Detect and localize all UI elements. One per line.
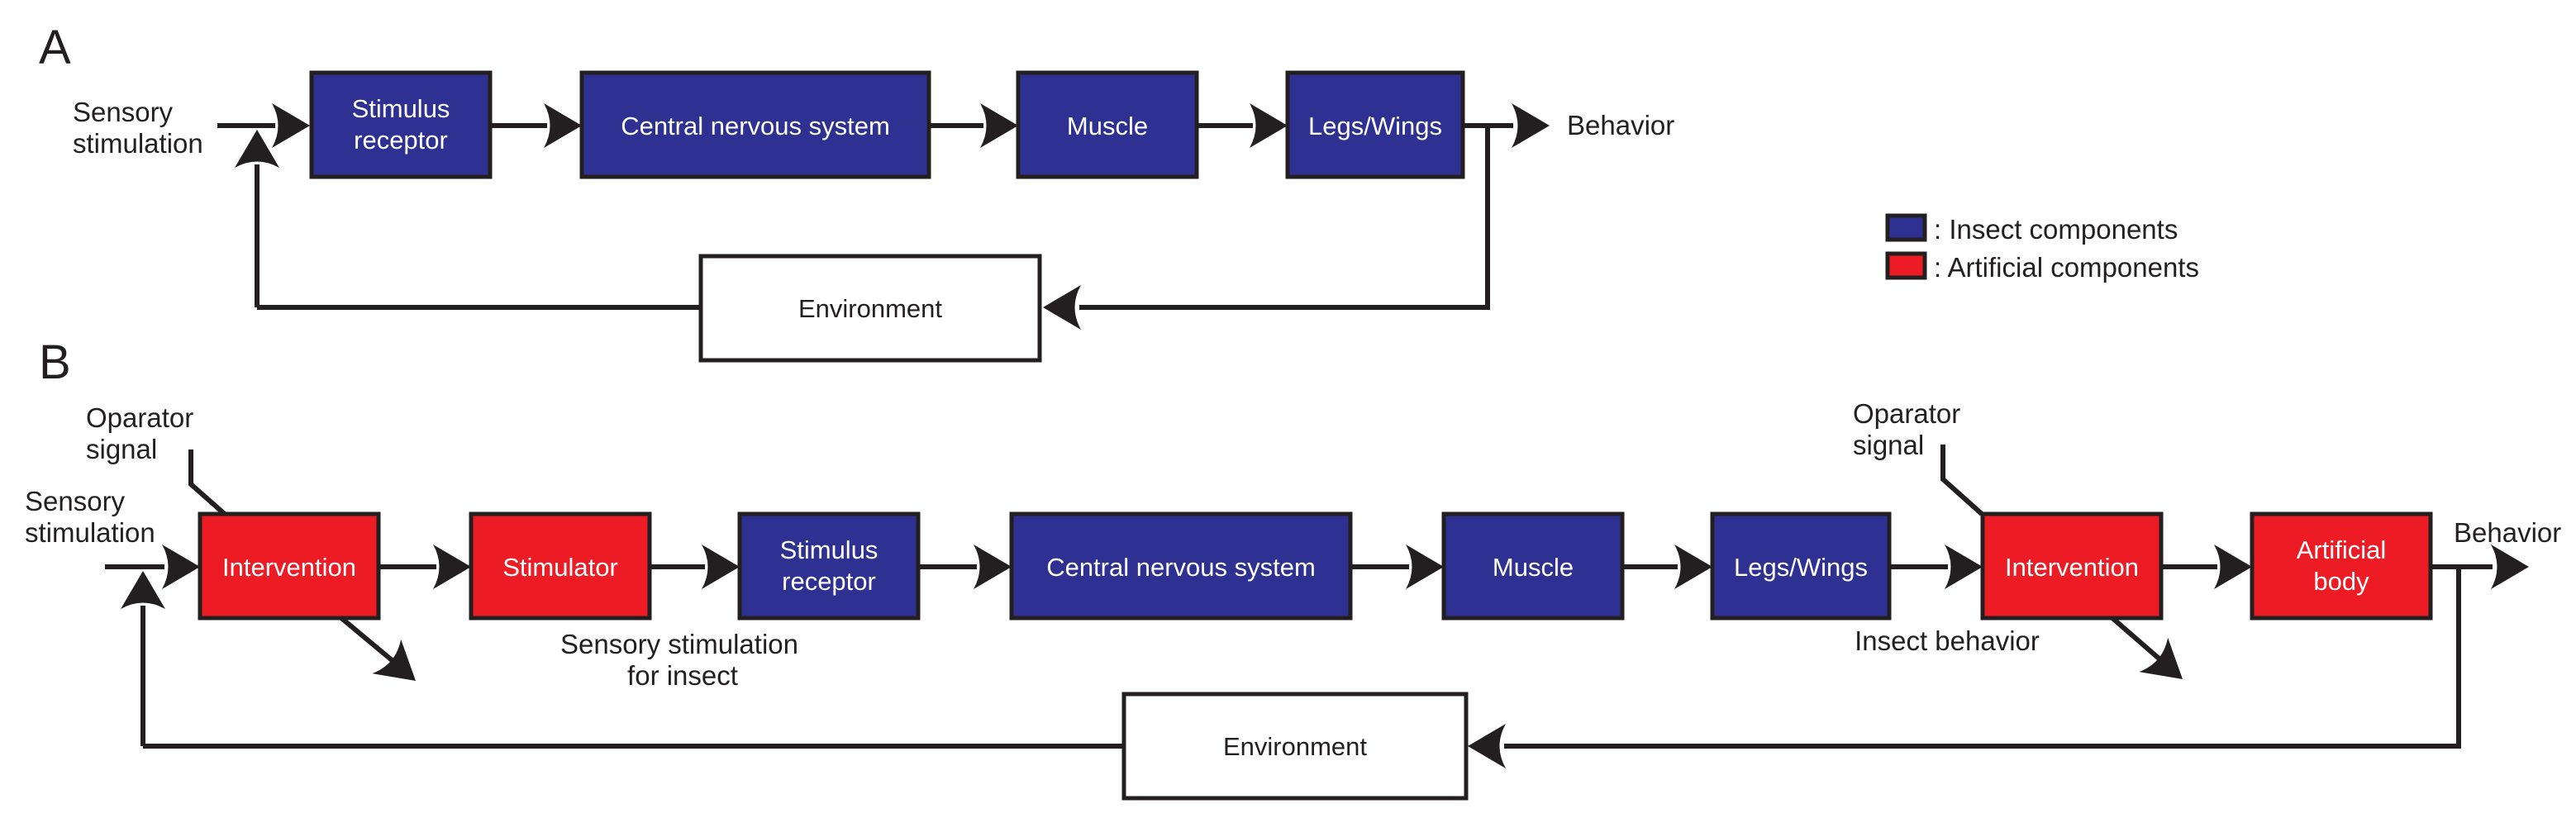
box-a-muscle-text: Muscle xyxy=(1067,112,1148,140)
box-b-muscle-text: Muscle xyxy=(1493,553,1574,582)
legend-artificial-label: : Artificial components xyxy=(1934,252,2199,283)
arrow-b-output xyxy=(2431,545,2529,589)
arrow-b-7 xyxy=(2161,545,2252,589)
box-a-stimulus-receptor-text-line2: receptor xyxy=(354,126,448,155)
panel-b-sensory-stimulation-line1: Sensory xyxy=(25,486,126,516)
arrow-a-feedback-up xyxy=(235,130,279,307)
box-b-intervention-right: Intervention xyxy=(1980,511,2164,621)
box-a-legs-wings-text: Legs/Wings xyxy=(1308,112,1442,140)
box-b-stimulus-receptor-text-line1: Stimulus xyxy=(780,535,879,564)
box-b-intervention-right-text: Intervention xyxy=(2005,553,2139,582)
wire-b-feedback xyxy=(143,567,2461,768)
arrow-b-4 xyxy=(1350,545,1444,589)
box-a-environment-text: Environment xyxy=(798,294,942,323)
box-b-artificial-body: Artificial body xyxy=(2250,511,2433,621)
box-b-intervention-left: Intervention xyxy=(198,511,381,621)
panel-a-behavior-label: Behavior xyxy=(1567,110,1674,140)
panel-b-behavior-label: Behavior xyxy=(2454,517,2561,548)
wire-operator-right xyxy=(1940,445,1983,516)
panel-b-operator-left-line1: Oparator xyxy=(86,402,193,433)
panel-b-operator-right-line1: Oparator xyxy=(1853,398,1960,429)
arrow-b-1 xyxy=(379,545,471,589)
arrow-b-feedback-up xyxy=(121,571,165,746)
arrow-b-5 xyxy=(1622,545,1712,589)
box-a-muscle: Muscle xyxy=(1016,70,1199,179)
panel-b-operator-right-line2: signal xyxy=(1853,430,1924,460)
legend: : Insect components : Artificial compone… xyxy=(1885,213,2199,283)
arrow-a-output xyxy=(1463,103,1550,148)
box-b-central-nervous-system: Central nervous system xyxy=(1009,511,1353,621)
box-a-cns-text: Central nervous system xyxy=(621,112,890,140)
panel-a-label: A xyxy=(39,21,71,74)
box-b-cns-text: Central nervous system xyxy=(1046,553,1316,582)
box-a-stimulus-receptor: Stimulus receptor xyxy=(309,70,493,179)
arrow-b-6 xyxy=(1889,545,1983,589)
box-a-central-nervous-system: Central nervous system xyxy=(579,70,931,179)
panel-b-label: B xyxy=(39,335,71,389)
panel-b-sensory-stimulation-line2: stimulation xyxy=(25,517,155,548)
box-b-artificial-body-text-line1: Artificial xyxy=(2297,535,2387,564)
legend-insect-swatch xyxy=(1885,213,1927,242)
panel-b-stimulation-for-insect-line2: for insect xyxy=(627,660,738,691)
arrow-b-input xyxy=(105,545,200,589)
box-a-environment: Environment xyxy=(698,254,1042,363)
box-b-intervention-left-text: Intervention xyxy=(222,553,356,582)
box-b-environment: Environment xyxy=(1121,692,1469,801)
box-b-environment-text: Environment xyxy=(1223,732,1367,761)
arrow-a-2 xyxy=(929,103,1018,148)
wire-operator-left xyxy=(188,449,228,518)
arrow-b-2 xyxy=(650,545,740,589)
legend-artificial-swatch xyxy=(1885,251,1927,280)
box-b-stimulator: Stimulator xyxy=(469,511,652,621)
panel-a: A Sensory stimulation Stimulus receptor … xyxy=(39,21,1674,363)
arrow-a-1 xyxy=(490,103,582,148)
box-b-legs-wings-text: Legs/Wings xyxy=(1734,553,1868,582)
legend-insect-label: : Insect components xyxy=(1934,214,2178,245)
arrow-b-discard-right xyxy=(2111,616,2197,697)
arrow-b-discard-left xyxy=(340,616,431,698)
box-b-stimulus-receptor-text-line2: receptor xyxy=(782,567,876,596)
arrow-b-3 xyxy=(918,545,1012,589)
arrow-a-input xyxy=(217,103,310,148)
panel-a-sensory-stimulation-label-line2: stimulation xyxy=(73,128,203,159)
panel-b-operator-left-line2: signal xyxy=(86,434,157,464)
panel-b-stimulation-for-insect-line1: Sensory stimulation xyxy=(560,629,798,659)
arrow-a-3 xyxy=(1197,103,1288,148)
box-b-muscle: Muscle xyxy=(1441,511,1625,621)
box-b-artificial-body-text-line2: body xyxy=(2313,567,2369,596)
box-b-stimulator-text: Stimulator xyxy=(502,553,618,582)
box-a-stimulus-receptor-text-line1: Stimulus xyxy=(352,94,450,123)
panel-b: B Oparator signal Sensory stimulation In… xyxy=(25,335,2561,801)
box-b-stimulus-receptor: Stimulus receptor xyxy=(737,511,921,621)
box-a-legs-wings: Legs/Wings xyxy=(1285,70,1465,179)
panel-b-insect-behavior-label: Insect behavior xyxy=(1855,625,2040,656)
box-b-legs-wings: Legs/Wings xyxy=(1710,511,1892,621)
wire-a-feedback xyxy=(257,126,1490,330)
panel-a-sensory-stimulation-label-line1: Sensory xyxy=(73,97,174,127)
